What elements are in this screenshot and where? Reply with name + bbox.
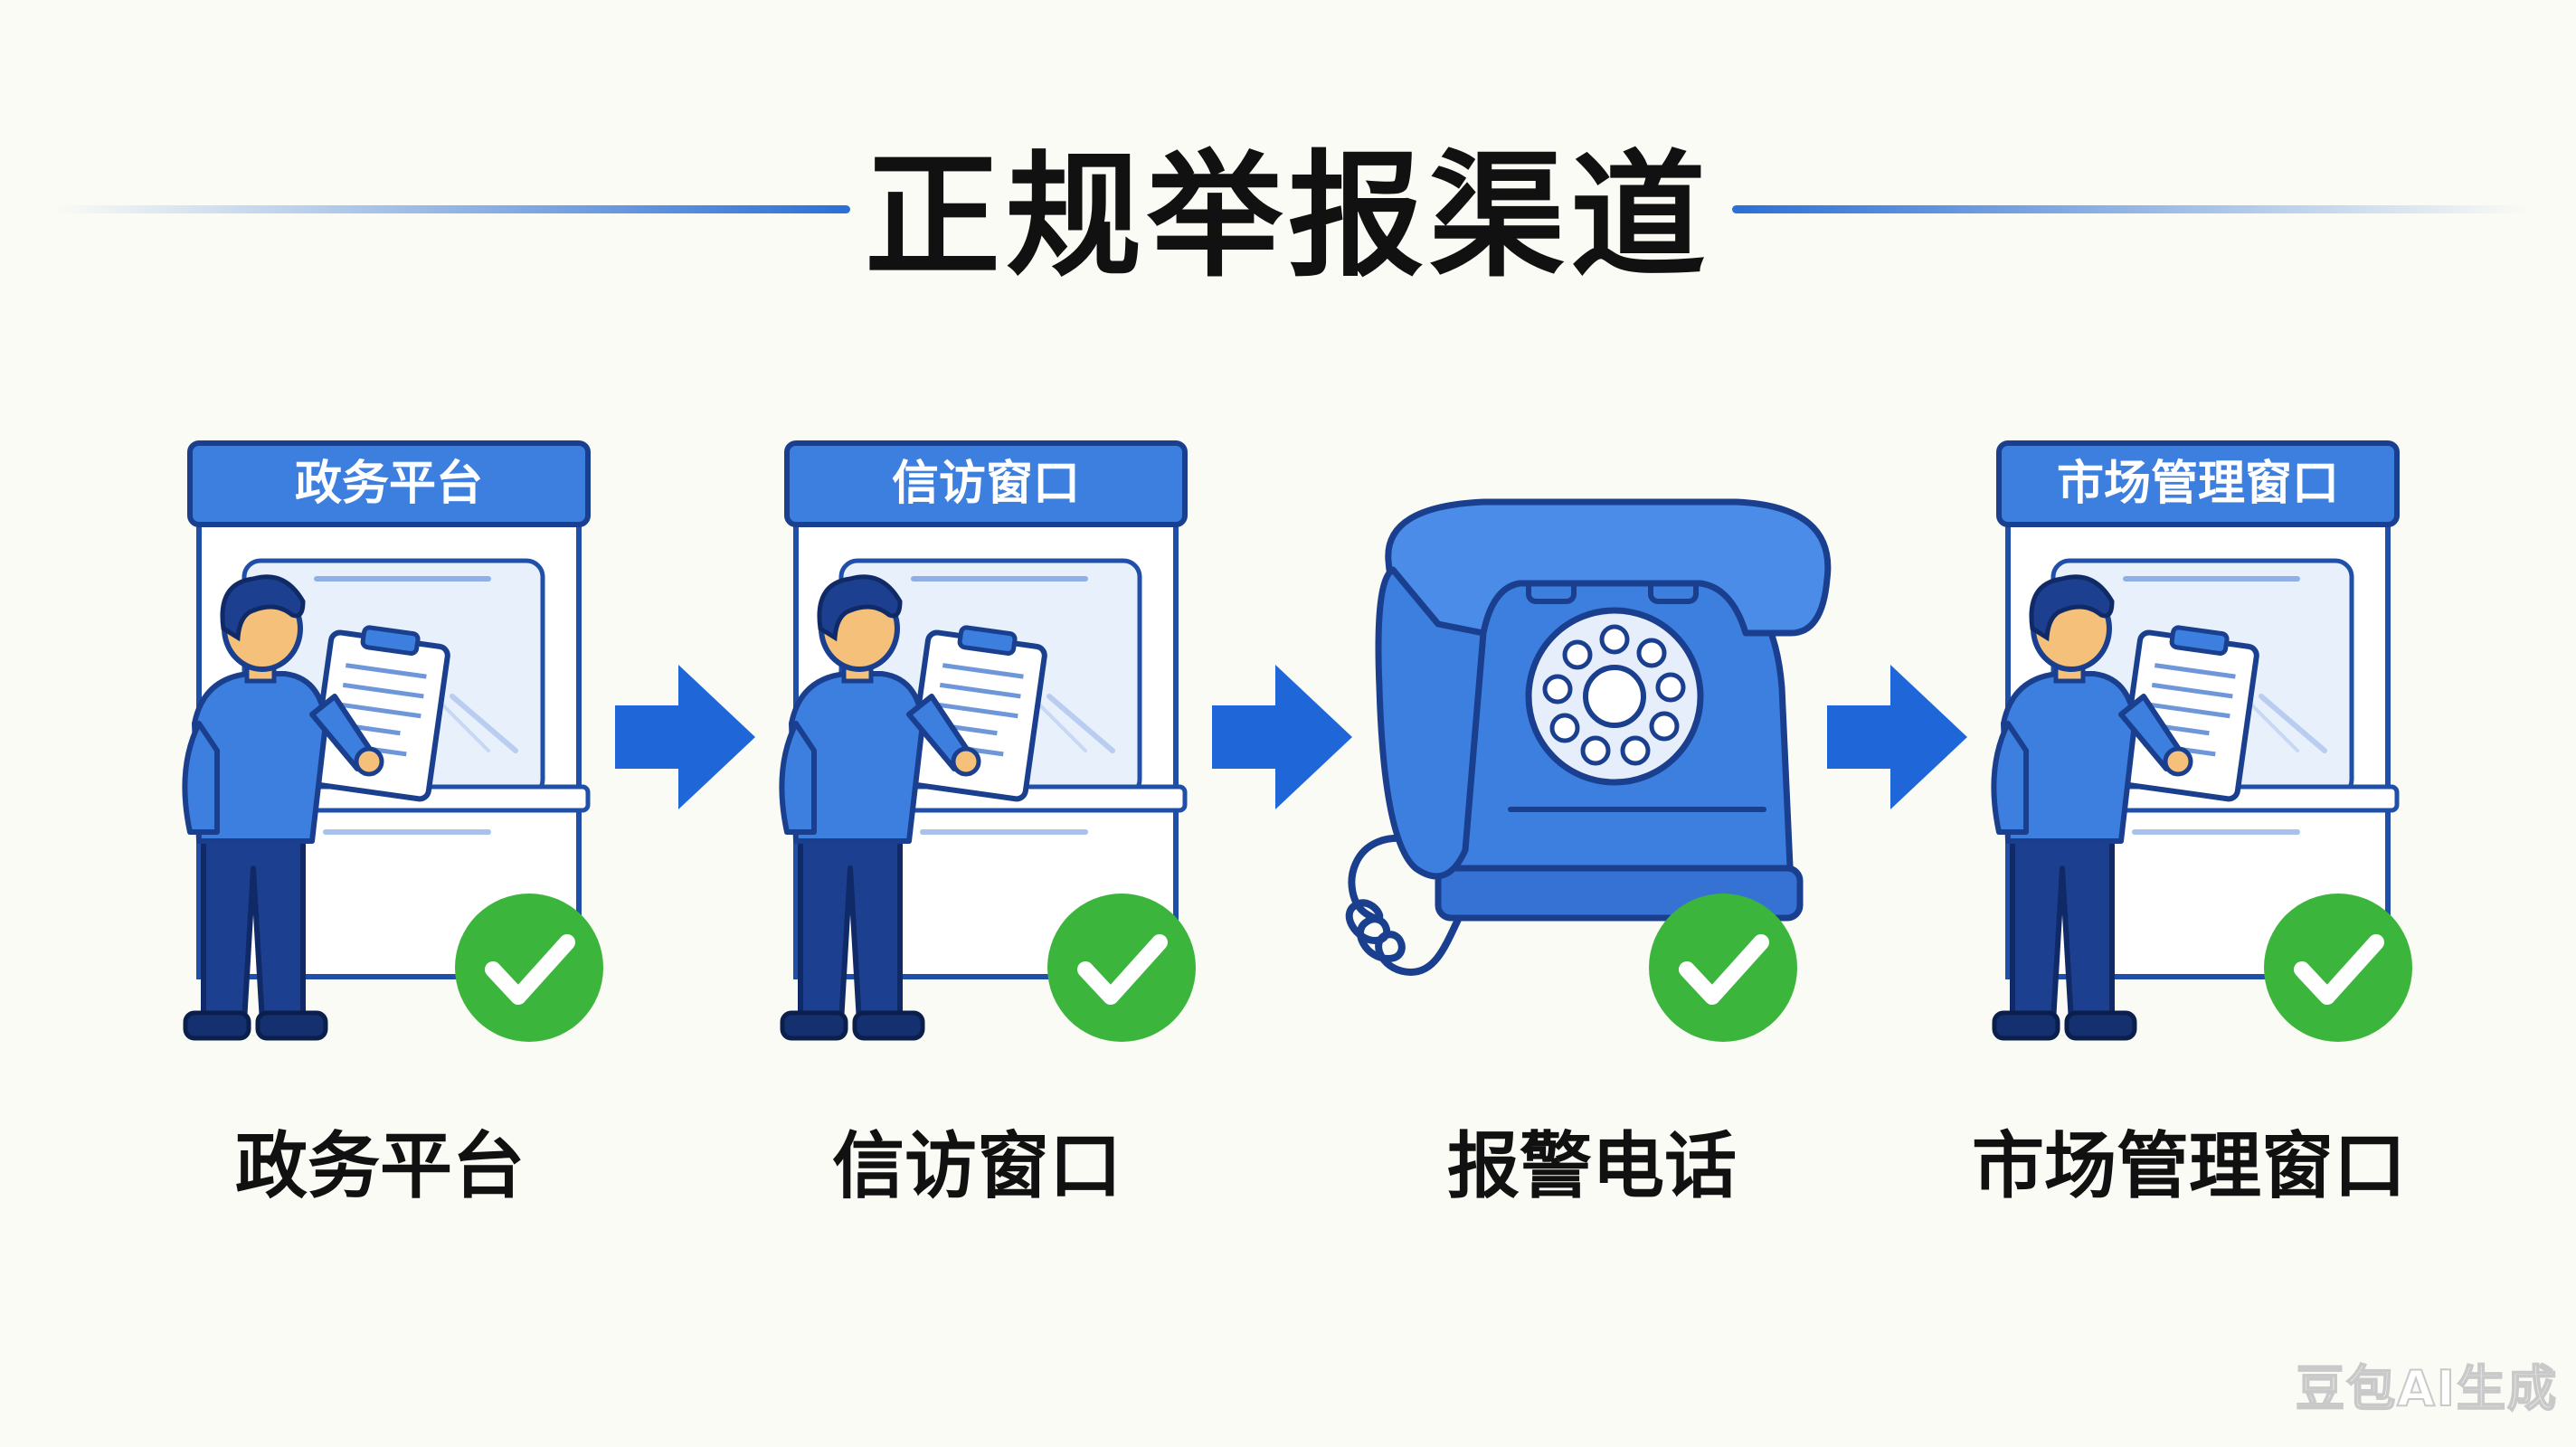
arrow-icon [615,665,755,809]
channel-2 [781,443,1196,1042]
channel-caption: 政务平台 [235,1124,525,1208]
check-icon [455,894,603,1042]
arrow-icon [1212,665,1352,809]
check-icon [1047,894,1196,1042]
page-title: 正规举报渠道 [864,138,1711,296]
card-header-label: 市场管理窗口 [2056,457,2339,511]
channel-3 [1345,498,1832,1042]
card-header-label: 政务平台 [294,457,483,511]
check-icon [1649,894,1797,1042]
title-line-right [1732,205,2528,213]
channel-caption: 信访窗口 [832,1124,1122,1208]
check-icon [2264,894,2412,1042]
channel-4 [1994,443,2412,1042]
title-line-left [54,205,850,213]
card-header-label: 信访窗口 [891,457,1080,511]
channel-caption: 报警电话 [1447,1124,1737,1208]
watermark: 豆包AI生成 [2295,1359,2558,1418]
channel-caption: 市场管理窗口 [1972,1124,2406,1208]
channel-1 [185,443,603,1042]
rotary-phone-icon [1345,498,1832,977]
arrow-icon [1827,665,1967,809]
